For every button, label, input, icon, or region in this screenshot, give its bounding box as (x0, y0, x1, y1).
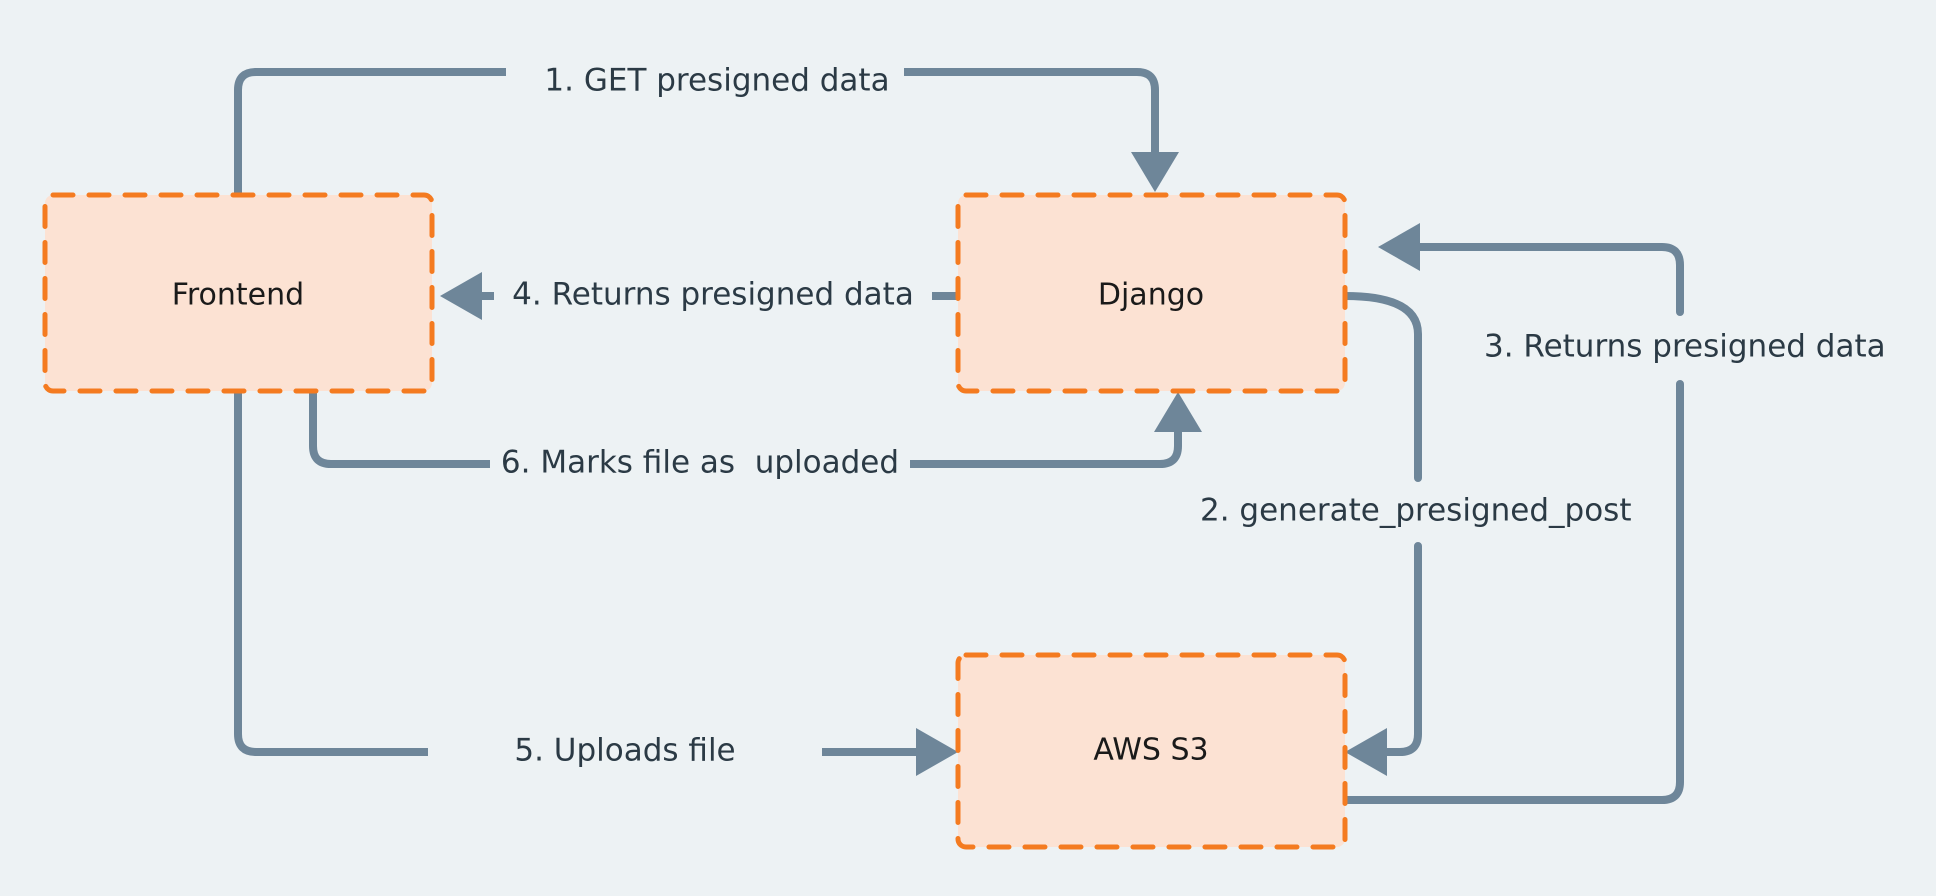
edge-1-path (234, 68, 514, 199)
node-django[interactable]: Django (955, 192, 1348, 394)
edge-6-label-backdrop (490, 440, 910, 484)
edge-1-path-right (896, 68, 1159, 164)
edge-5-label-group: 5. Uploads file (428, 728, 822, 772)
edge-6-label: 6. Marks file as uploaded (501, 445, 899, 481)
edge-3-path-top (1412, 243, 1684, 316)
edge-2-label: 2. generate_presigned_post (1200, 493, 1631, 529)
edge-2-label-backdrop (1190, 488, 1650, 534)
edge-4-label-group: 4. Returns presigned data (494, 272, 932, 316)
edge-4-label-backdrop (494, 272, 932, 316)
edge-6-label-group: 6. Marks file as uploaded (490, 440, 910, 484)
node-frontend-box[interactable] (42, 192, 435, 394)
edge-5-label-backdrop (428, 728, 822, 772)
edge-6-path-left (309, 387, 498, 468)
edge-2-path-bottom (1378, 542, 1422, 756)
edge-5-path (234, 387, 436, 756)
edge-2-path-top (1341, 292, 1422, 482)
edge-1-arrowhead-icon (1131, 152, 1179, 192)
edge-1-label: 1. GET presigned data (544, 63, 889, 99)
node-django-box[interactable] (955, 192, 1348, 394)
node-frontend[interactable]: Frontend (42, 192, 435, 394)
node-aws-s3[interactable]: AWS S3 (955, 652, 1348, 850)
edge-3-label: 3. Returns presigned data (1484, 329, 1886, 365)
edge-5-label: 5. Uploads file (514, 733, 735, 769)
edge-4-label: 4. Returns presigned data (512, 277, 914, 313)
edge-2-arrowhead-icon (1345, 728, 1387, 776)
edge-1-label-group: 1. GET presigned data (506, 58, 904, 100)
edge-1-label-backdrop (506, 58, 904, 100)
node-django-label: Django (1098, 278, 1204, 313)
edge-3-arrowhead-icon (1378, 223, 1420, 271)
edge-1-get-presigned-data (234, 68, 1179, 199)
node-frontend-label: Frontend (172, 278, 304, 313)
edge-5-arrowhead-icon (916, 728, 958, 776)
edge-3-label-backdrop (1476, 324, 1924, 370)
node-aws-s3-label: AWS S3 (1093, 733, 1208, 768)
edge-3-path-bottom (1341, 380, 1684, 804)
edge-2-label-group: 2. generate_presigned_post (1190, 488, 1650, 534)
edge-6-marks-file-as-uploaded (309, 387, 1202, 468)
edge-3-returns-presigned-data (1341, 223, 1684, 804)
edge-3-label-group: 3. Returns presigned data (1476, 324, 1924, 370)
edge-2-generate-presigned-post (1341, 292, 1422, 776)
edge-6-arrowhead-icon (1154, 392, 1202, 432)
node-aws-s3-box[interactable] (955, 652, 1348, 850)
edge-5-uploads-file (234, 387, 958, 776)
edge-6-path-right (902, 420, 1182, 468)
edge-4-arrowhead-icon (440, 272, 482, 320)
